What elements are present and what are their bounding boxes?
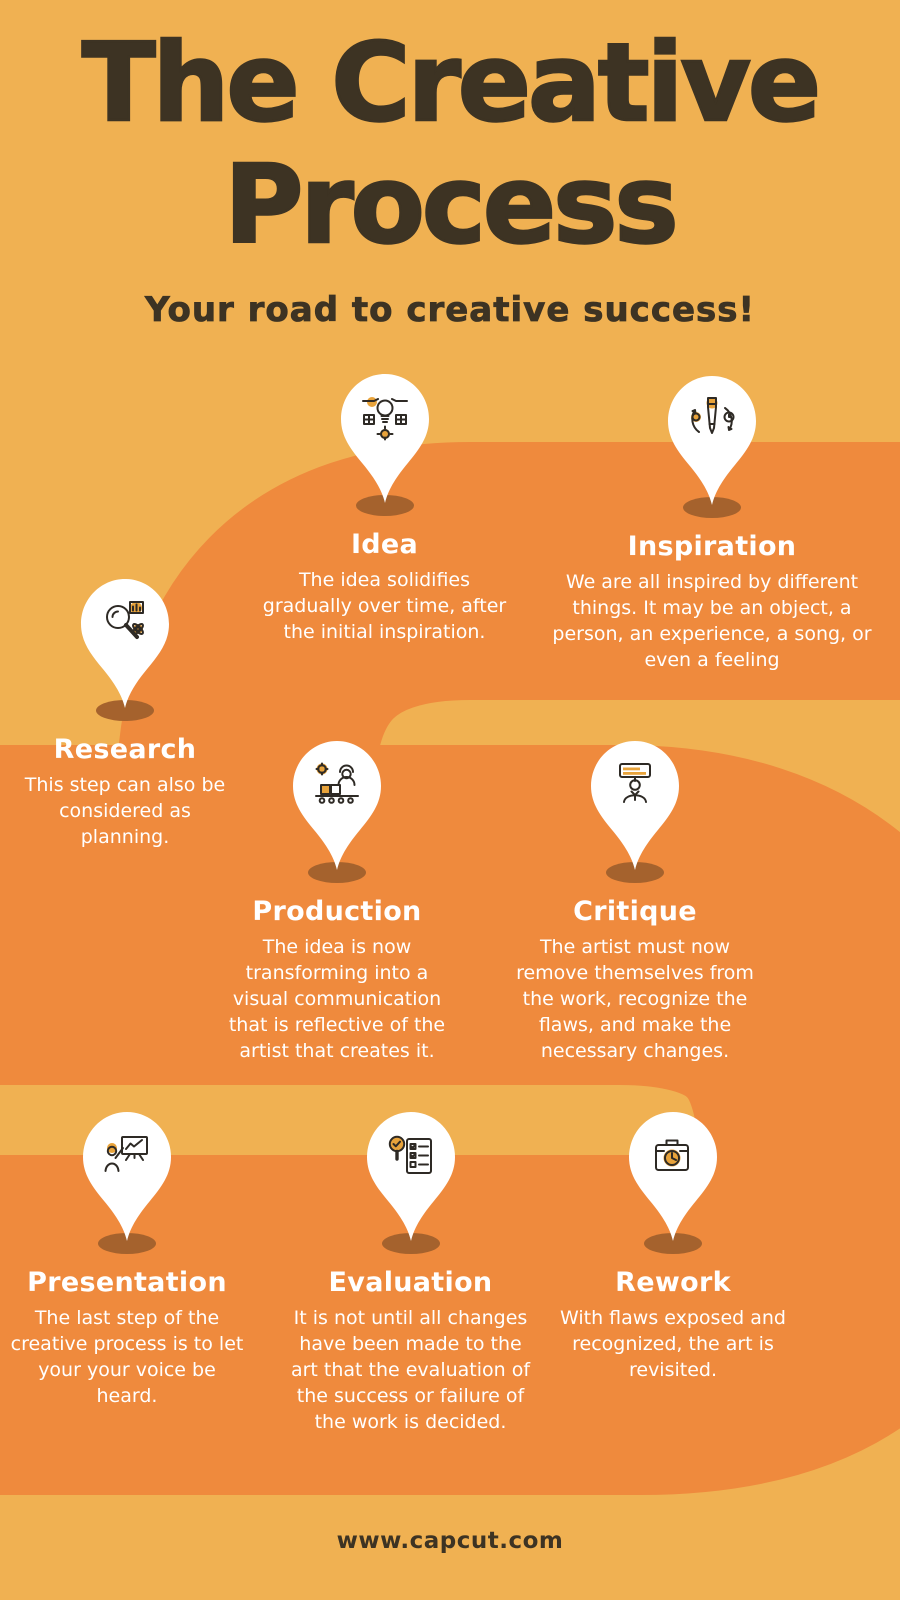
step-critique: Critique The artist must now remove them… (505, 735, 765, 1064)
step-evaluation: Evaluation It is not until all changes h… (283, 1106, 538, 1435)
map-pin (335, 368, 435, 506)
pin-shadow (308, 862, 366, 883)
pin-shadow (644, 1233, 702, 1254)
pin-marker-shape (83, 1112, 171, 1241)
step-description: It is not until all changes have been ma… (290, 1307, 531, 1434)
footer-url: www.capcut.com (336, 1528, 564, 1554)
step-description: The artist must now remove themselves fr… (516, 936, 754, 1063)
presentation-screen-icon (104, 1136, 148, 1172)
magnifier-checklist-icon (388, 1135, 432, 1174)
step-title: Rework (615, 1267, 731, 1298)
page-title-line2: Process (223, 143, 680, 268)
step-inspiration: Inspiration We are all inspired by diffe… (552, 370, 872, 673)
factory-worker-icon (315, 762, 359, 804)
step-presentation: Presentation The last step of the creati… (8, 1106, 246, 1409)
step-description: The idea is now transforming into a visu… (228, 936, 446, 1063)
map-pin (662, 370, 762, 508)
step-research: Research This step can also be considere… (15, 573, 235, 850)
page-title-line1: The Creative (81, 21, 823, 146)
step-title: Presentation (27, 1267, 227, 1298)
step-description: With flaws exposed and recognized, the a… (560, 1307, 786, 1382)
pencil-ideas-icon (691, 397, 735, 434)
presenter-board-icon (619, 763, 651, 803)
pin-shadow (606, 862, 664, 883)
map-pin (623, 1106, 723, 1244)
page-subtitle: Your road to creative success! (144, 290, 756, 331)
pin-marker-shape (293, 741, 381, 870)
step-title: Inspiration (627, 531, 797, 562)
map-pin (75, 573, 175, 711)
map-pin (287, 735, 387, 873)
step-idea: Idea The idea solidifies gradually over … (262, 368, 507, 645)
pin-marker-shape (629, 1112, 717, 1241)
pin-shadow (683, 497, 741, 518)
step-description: The last step of the creative process is… (10, 1307, 244, 1408)
magnifier-chart-icon (106, 601, 144, 639)
step-production: Production The idea is now transforming … (222, 735, 452, 1064)
pin-shadow (96, 700, 154, 721)
step-title: Critique (573, 896, 697, 927)
step-description: This step can also be considered as plan… (24, 774, 226, 849)
step-rework: Rework With flaws exposed and recognized… (543, 1106, 803, 1383)
briefcase-clock-icon (655, 1139, 689, 1171)
step-description: We are all inspired by different things.… (552, 571, 872, 672)
step-description: The idea solidifies gradually over time,… (262, 569, 507, 644)
pin-marker-shape (81, 579, 169, 708)
map-pin (585, 735, 685, 873)
map-pin (77, 1106, 177, 1244)
pin-shadow (355, 495, 414, 516)
pin-marker-shape (591, 741, 679, 870)
step-title: Evaluation (328, 1267, 493, 1298)
pin-marker-shape (668, 376, 756, 505)
lightbulb-gear-icon (361, 397, 408, 441)
step-title: Production (252, 896, 422, 927)
pin-shadow (381, 1233, 440, 1254)
map-pin (361, 1106, 461, 1244)
step-title: Research (53, 734, 197, 765)
step-title: Idea (350, 529, 419, 560)
pin-shadow (98, 1233, 156, 1254)
